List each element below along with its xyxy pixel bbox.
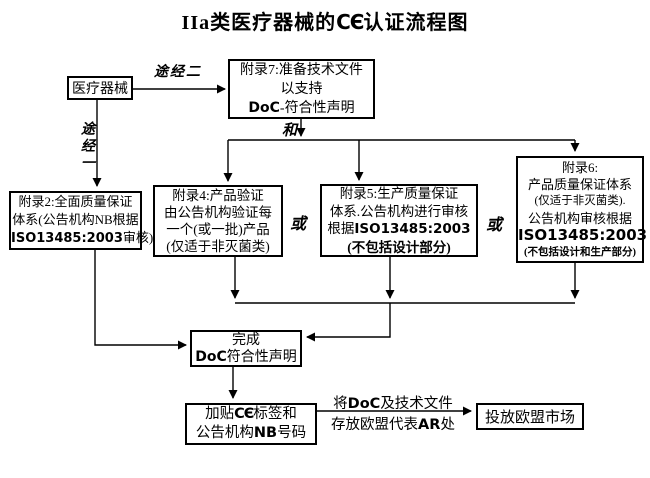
- annex7-line1: 附录7:准备技术文件: [240, 62, 363, 78]
- ce-label-box: 加贴CЄ标签和 公告机构NB号码: [185, 403, 317, 445]
- or-label-left: 或: [290, 216, 307, 233]
- annex7-line3-text: -符合性声明: [279, 100, 355, 116]
- annex5-line2: 体系.公告机构进行审核: [329, 203, 469, 219]
- transfer-note-line2: 存放欧盟代表AR处: [322, 413, 464, 434]
- transfer-ar-abbrev: AR: [418, 417, 441, 433]
- annex4-line2: 由公告机构验证每: [164, 205, 272, 220]
- title-post: 认证流程图: [363, 12, 469, 34]
- title-pre: IIa类医疗器械的: [181, 12, 337, 34]
- annex6-line1: 附录6:: [561, 159, 599, 175]
- annex6-line3: (仅适于非灭菌类).: [534, 194, 626, 207]
- ce-box-line1: 加贴CЄ标签和: [187, 405, 315, 424]
- ce-box-line2-pre: 公告机构: [195, 425, 254, 441]
- doc-box: 完成 DoC符合性声明: [190, 330, 302, 367]
- annex5-line3: 根据ISO13485:2003: [322, 220, 476, 239]
- annex5-box: 附录5:生产质量保证 体系.公告机构进行审核 根据ISO13485:2003 (…: [320, 184, 478, 257]
- annex6-line4: 公告机构审核根据: [527, 210, 632, 226]
- annex4-line4: (仅适于非灭菌类): [166, 239, 270, 254]
- transfer-doc-abbrev: DoC: [347, 396, 381, 412]
- annex2-line2: 体系(公告机构NB根据: [12, 212, 139, 227]
- and-label: 和: [282, 123, 298, 139]
- annex5-line4: (不包括设计部分): [347, 239, 451, 255]
- arrow-merge-to-doc: [306, 303, 391, 342]
- transfer-line2-pre: 存放欧盟代表: [331, 417, 419, 433]
- transfer-line2-post: 处: [440, 417, 455, 433]
- annex5-iso-standard: ISO13485:2003: [354, 221, 471, 237]
- annex6-line2: 产品质量保证体系: [527, 176, 632, 192]
- annex6-box: 附录6: 产品质量保证体系 (仅适于非灭菌类). 公告机构审核根据 ISO134…: [516, 156, 648, 263]
- route2-label: 途经二: [154, 65, 202, 80]
- ce-box-line1-post: 标签和: [253, 406, 297, 422]
- route1-label: 途经一: [79, 121, 94, 172]
- ce-box-line2: 公告机构NB号码: [187, 424, 315, 443]
- annex4-line1: 附录4:产品验证: [172, 188, 264, 203]
- annex2-box: 附录2:全面质量保证 体系(公告机构NB根据 ISO13485:2003审核): [9, 191, 153, 250]
- transfer-line1-pre: 将: [333, 396, 348, 412]
- annex6-iso-standard: ISO13485:2003: [518, 225, 648, 244]
- ce-box-line1-pre: 加贴: [205, 406, 235, 422]
- transfer-note-line1: 将DoC及技术文件: [322, 392, 464, 413]
- annex2-iso-standard: ISO13485:2003: [11, 231, 123, 246]
- annex7-line3: DoC-符合性声明: [230, 99, 373, 118]
- transfer-line1-post: 及技术文件: [380, 396, 453, 412]
- device-box: 医疗器械: [67, 76, 133, 100]
- annex5-line3-text: 根据: [327, 221, 355, 236]
- market-box: 投放欧盟市场: [476, 403, 584, 430]
- annex6-line6: (不包括设计和生产部分): [524, 246, 636, 258]
- doc-line2: DoC符合性声明: [192, 349, 300, 366]
- annex7-line2: 以支持: [280, 81, 323, 97]
- annex4-line3: 一个(或一批)产品: [166, 222, 270, 237]
- ce-box-nb-abbrev: NB: [253, 425, 278, 441]
- ce-box-ce-mark-icon: CЄ: [234, 406, 254, 422]
- arrow-annex2-to-doc: [94, 250, 187, 350]
- doc-abbrev: DoC: [195, 348, 227, 365]
- annex4-box: 附录4:产品验证 由公告机构验证每 一个(或一批)产品 (仅适于非灭菌类): [153, 185, 283, 257]
- annex7-doc-abbrev: DoC: [248, 99, 280, 116]
- annex7-box: 附录7:准备技术文件 以支持 DoC-符合性声明: [228, 59, 375, 119]
- doc-line1: 完成: [232, 332, 260, 348]
- annex2-line1: 附录2:全面质量保证: [18, 194, 133, 209]
- or-label-right: 或: [486, 217, 503, 234]
- doc-line2-text: 符合性声明: [226, 349, 297, 365]
- ce-mark-icon: CЄ: [336, 10, 364, 34]
- page-title: IIa类医疗器械的CЄ认证流程图: [0, 6, 650, 35]
- annex2-line3: ISO13485:2003审核): [11, 229, 153, 248]
- annex2-line3-text: 审核): [122, 230, 154, 245]
- market-text: 投放欧盟市场: [484, 410, 575, 426]
- ce-box-line2-post: 号码: [277, 425, 307, 441]
- annex5-line1: 附录5:生产质量保证: [339, 186, 459, 201]
- device-text: 医疗器械: [72, 82, 128, 97]
